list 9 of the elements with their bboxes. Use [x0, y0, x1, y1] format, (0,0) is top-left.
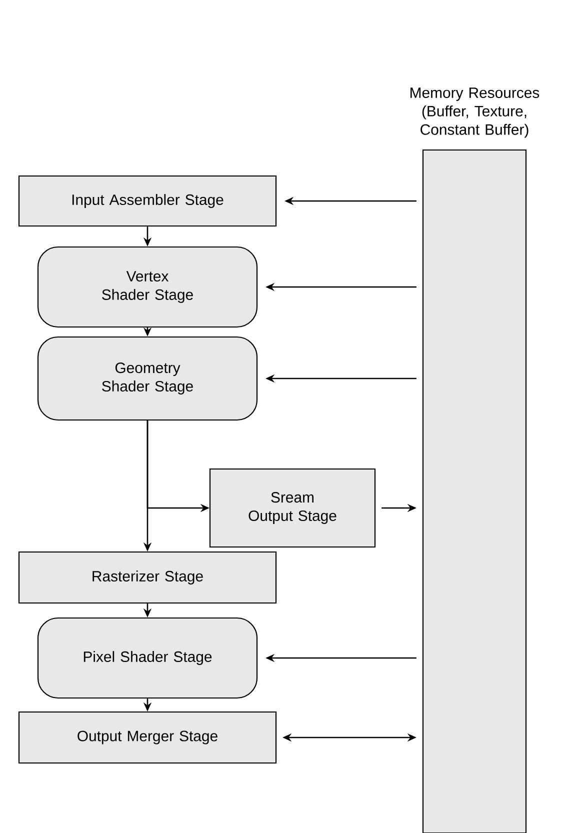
shader-stage-box: Vertex Shader Stage: [37, 246, 258, 328]
node-label: Memory Resources (Buffer, Texture, Constant Buffer): [410, 88, 540, 138]
shader-stage-box: Pixel Shader Stage: [37, 617, 258, 699]
shader-stage-box: Geometry Shader Stage: [37, 336, 258, 421]
stage-box: Sream Output Stage: [209, 468, 376, 548]
stage-box: Output Merger Stage: [18, 711, 277, 764]
memory-resources-bar: Memory Resources (Buffer, Texture, Constant Buffer): [410, 88, 540, 833]
stage-box: Input Assembler Stage: [18, 175, 277, 227]
stage-box: Rasterizer Stage: [18, 551, 277, 604]
